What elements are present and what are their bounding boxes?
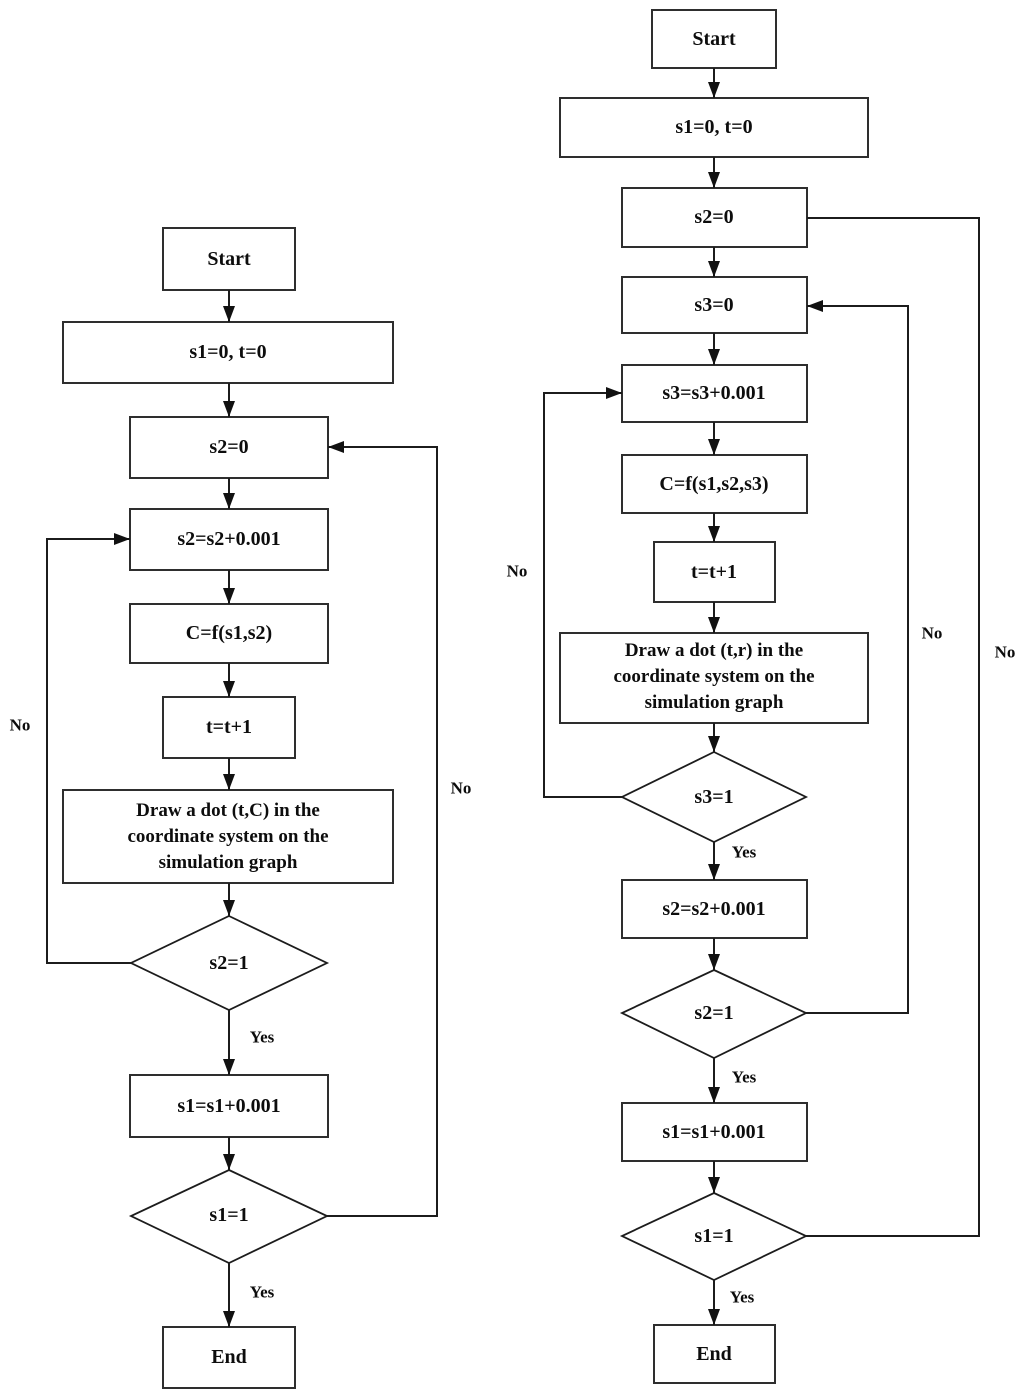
right-draw-label: Draw a dot (t,r) in the coordinate syste…	[613, 640, 815, 713]
right-init-label: s1=0, t=0	[675, 116, 753, 138]
left-no-inner-label: No	[9, 715, 31, 735]
right-s2-inc-label: s2=s2+0.001	[662, 898, 766, 920]
right-no-s2-label: No	[921, 623, 943, 643]
left-t-inc-box	[162, 696, 296, 759]
right-t-inc-box	[653, 541, 776, 603]
right-s2-zero-label: s2=0	[694, 206, 734, 228]
right-yes-s2-label: Yes	[731, 1067, 757, 1087]
right-s2-inc-box	[621, 879, 808, 939]
left-yes-s1-label: Yes	[249, 1282, 275, 1302]
left-s1-inc-label: s1=s1+0.001	[177, 1095, 281, 1117]
left-loop-s2check-no	[46, 533, 131, 964]
left-end-box	[162, 1326, 296, 1389]
right-yes-s3-label: Yes	[731, 842, 757, 862]
right-init-box	[559, 97, 869, 158]
right-compute-label: C=f(s1,s2,s3)	[659, 473, 769, 495]
right-s3-check-label: s3=1	[694, 786, 734, 808]
right-s1-inc-label: s1=s1+0.001	[662, 1121, 766, 1143]
right-start-label: Start	[692, 28, 736, 50]
left-yes-s2-label: Yes	[249, 1027, 275, 1047]
right-loop-s2check-no	[806, 300, 909, 1014]
right-draw-box	[559, 632, 869, 724]
right-t-inc-label: t=t+1	[690, 561, 738, 583]
left-t-inc-label: t=t+1	[205, 716, 253, 738]
right-s3-inc-box	[621, 364, 808, 423]
left-s2-check-label: s2=1	[209, 952, 249, 974]
right-loop-s3check-no	[543, 387, 622, 798]
right-s3-inc-label: s3=s3+0.001	[662, 382, 766, 404]
right-yes-s1-label: Yes	[729, 1287, 755, 1307]
right-start-box	[651, 9, 777, 69]
left-init-box	[62, 321, 394, 384]
left-no-outer-label: No	[450, 778, 472, 798]
right-s3-zero-label: s3=0	[694, 294, 734, 316]
left-s1-check-label: s1=1	[209, 1204, 249, 1226]
right-s1-check-label: s1=1	[694, 1225, 734, 1247]
left-draw-label: Draw a dot (t,C) in the coordinate syste…	[127, 800, 329, 873]
right-end-label: End	[696, 1343, 732, 1365]
left-s2-zero-label: s2=0	[209, 436, 249, 458]
right-s2-zero-box	[621, 187, 808, 248]
left-s2-inc-box	[129, 508, 329, 571]
right-no-s1-label: No	[994, 642, 1016, 662]
right-s2-check-label: s2=1	[694, 1002, 734, 1024]
left-s2-inc-label: s2=s2+0.001	[177, 528, 281, 550]
left-start-label: Start	[207, 248, 251, 270]
left-end-label: End	[211, 1346, 247, 1368]
left-compute-label: C=f(s1,s2)	[185, 622, 273, 644]
left-s1-inc-box	[129, 1074, 329, 1138]
right-no-s3-label: No	[506, 561, 528, 581]
left-loop-s1check-no	[327, 441, 438, 1217]
left-start-box	[162, 227, 296, 291]
left-init-label: s1=0, t=0	[189, 341, 267, 363]
right-loop-s1check-no	[806, 217, 980, 1237]
right-compute-box	[621, 454, 808, 514]
